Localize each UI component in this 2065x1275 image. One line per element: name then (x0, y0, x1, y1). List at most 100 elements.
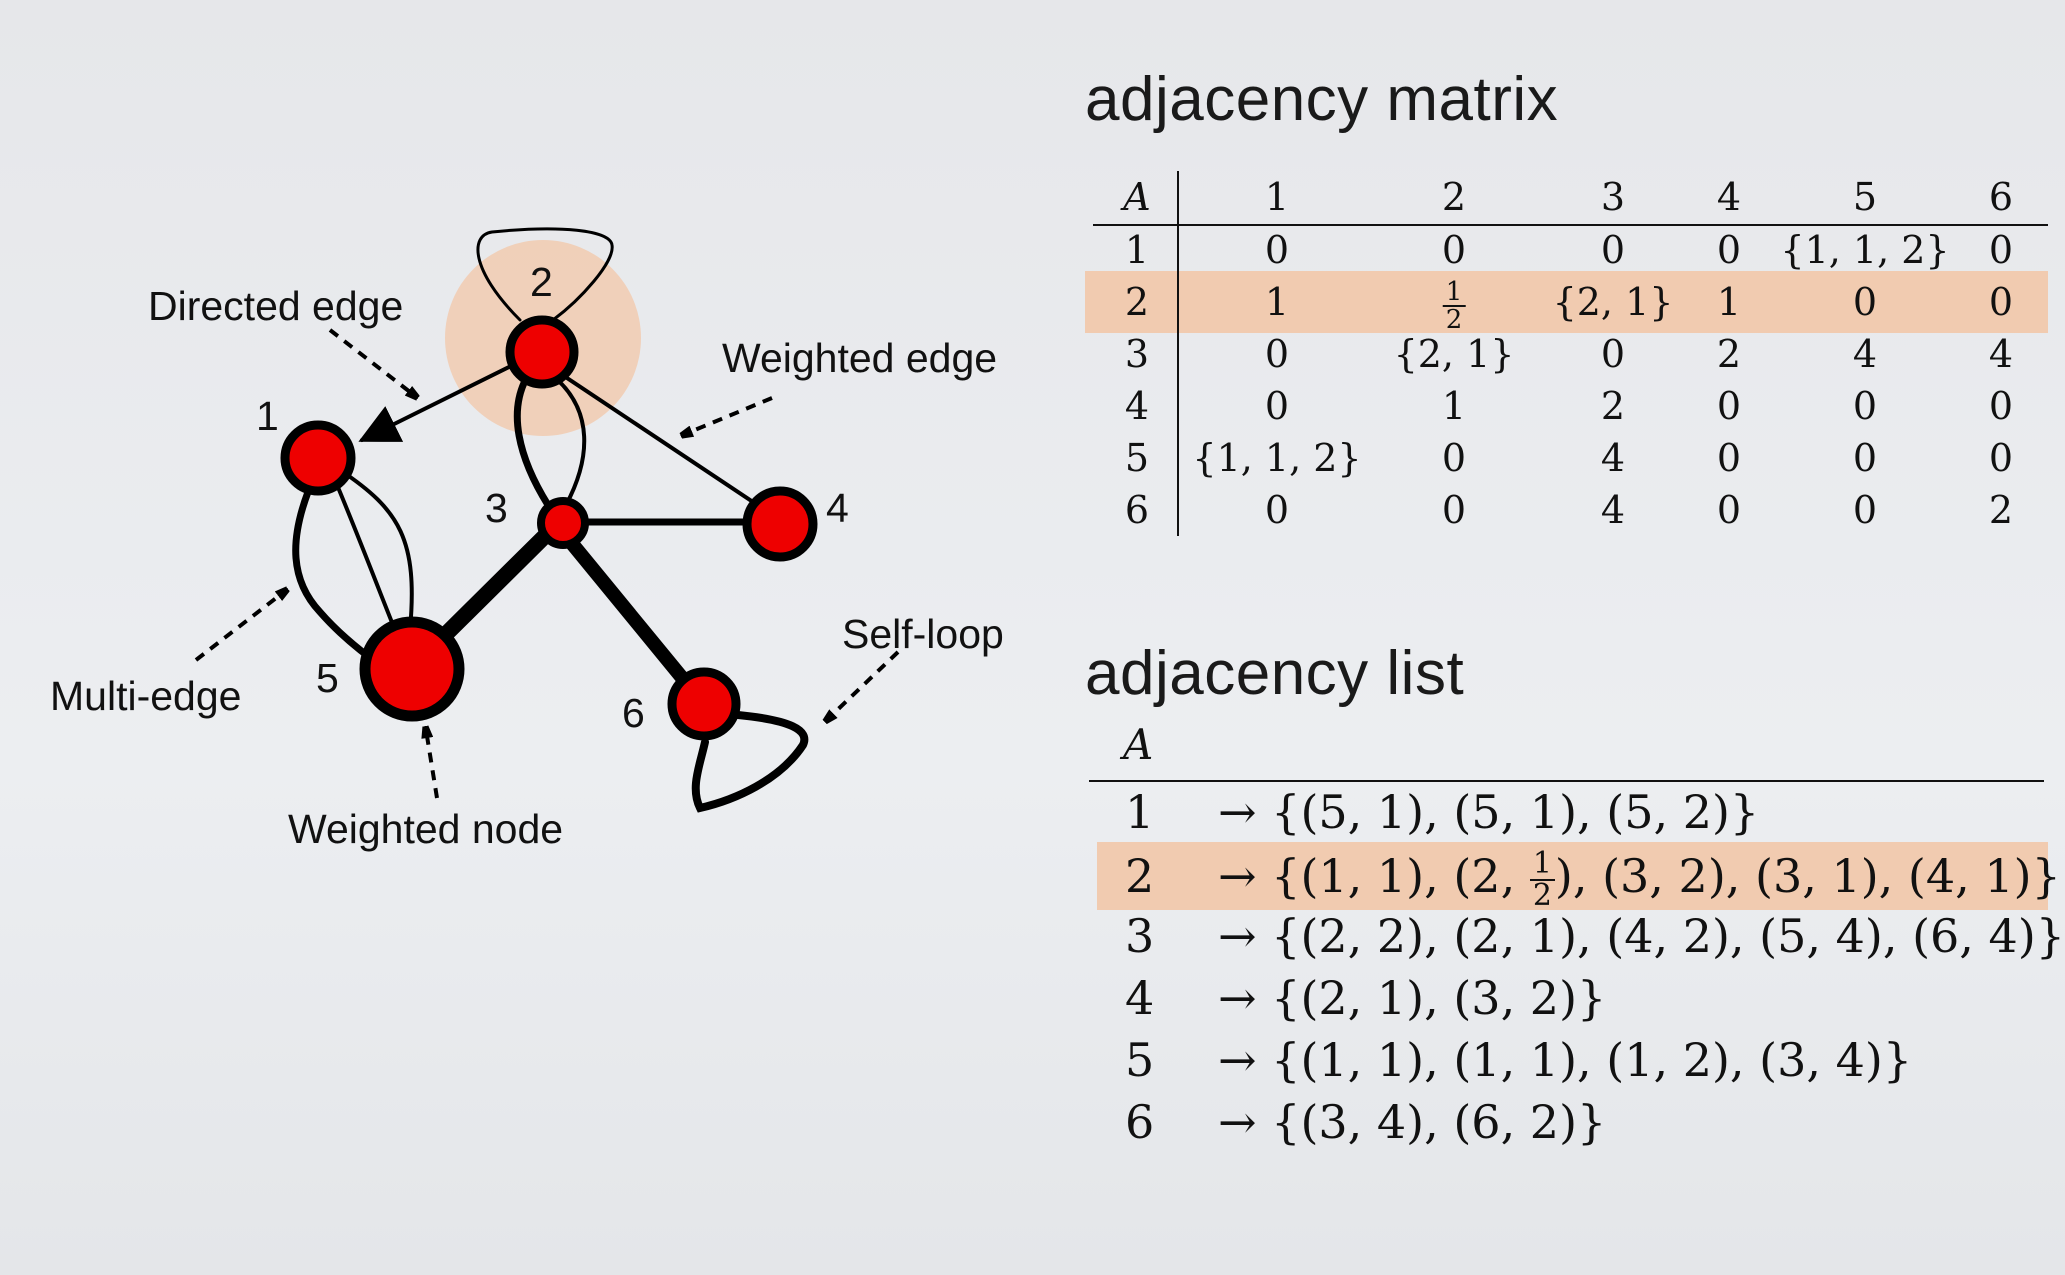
matrix-cell: 2 (1716, 332, 1742, 376)
matrix-cell: 0 (1264, 228, 1290, 272)
matrix-cell: 1 (1441, 384, 1467, 428)
matrix-header-row: A 1 2 3 4 5 6 (1085, 171, 2048, 223)
node-6 (667, 667, 741, 741)
edge-2-3-a (513, 368, 552, 509)
arrow-directed-edge (328, 328, 410, 392)
edge-3-5 (437, 525, 556, 643)
arrow-self-loop (832, 650, 900, 715)
edge-2-4 (553, 368, 767, 512)
node-2 (505, 315, 579, 389)
matrix-cell: 0 (1441, 436, 1467, 480)
matrix-cell: 0 (1988, 384, 2014, 428)
neighbor-set: {(1, 1), (1, 1), (1, 2), (3, 4)} (1271, 1033, 1913, 1087)
matrix-cell: 2 (1988, 488, 2014, 532)
arrow-weighted-node (427, 736, 439, 799)
matrix-cell: 4 (1852, 332, 1878, 376)
node-label-5: 5 (316, 655, 339, 701)
matrix-cell: 0 (1988, 228, 2014, 272)
list-row-value: → {(2, 2), (2, 1), (4, 2), (5, 4), (6, 4… (1218, 905, 2065, 967)
edge-2-self-loop (476, 227, 614, 322)
label-self-loop: Self-loop (842, 611, 1004, 657)
matrix-cell: 0 (1600, 332, 1626, 376)
list-row-label: 1 (1125, 785, 1155, 839)
arrow-symbol: → (1218, 1095, 1257, 1149)
matrix-row: 1 0 0 0 0 {1, 1, 2} 0 (1085, 224, 2048, 276)
matrix-cell: 0 (1264, 332, 1290, 376)
matrix-cell: 0 (1852, 488, 1878, 532)
matrix-col-header: 4 (1716, 175, 1742, 219)
list-row-label: 2 (1125, 849, 1155, 903)
edge-3-6 (558, 528, 695, 692)
matrix-cell: 0 (1716, 228, 1742, 272)
list-row: 5 → {(1, 1), (1, 1), (1, 2), (3, 4)} (1085, 1029, 2048, 1091)
node-5 (359, 616, 465, 722)
matrix-cell: 1 (1264, 280, 1290, 324)
matrix-cell: 0 (1988, 280, 2014, 324)
edge-2-3-b (550, 373, 587, 507)
matrix-row-label: 6 (1124, 488, 1150, 532)
label-directed-edge: Directed edge (148, 283, 403, 329)
matrix-cell: 0 (1852, 436, 1878, 480)
matrix-cell: 1 (1716, 280, 1742, 324)
matrix-row: 5 {1, 1, 2} 0 4 0 0 0 (1085, 432, 2048, 484)
matrix-header-rule (1093, 224, 2048, 226)
matrix-cell: 0 (1441, 488, 1467, 532)
matrix-row: 3 0 {2, 1} 0 2 4 4 (1085, 328, 2048, 380)
arrow-symbol: → (1218, 1033, 1257, 1087)
matrix-row: 4 0 1 2 0 0 0 (1085, 380, 2048, 432)
matrix-cell: {2, 1} (1552, 280, 1674, 324)
matrix-cell: 0 (1264, 384, 1290, 428)
arrow-symbol: → (1218, 849, 1257, 903)
label-weighted-node: Weighted node (288, 806, 563, 852)
matrix-cell: 4 (1600, 436, 1626, 480)
list-row-value: → {(5, 1), (5, 1), (5, 2)} (1218, 781, 1759, 843)
network-diagram: 1 2 3 4 5 6 Directed edge Weighted edge … (50, 227, 1004, 852)
neighbor-set: {(2, 2), (2, 1), (4, 2), (5, 4), (6, 4)} (1271, 909, 2065, 963)
list-row-value: → {(2, 1), (3, 2)} (1218, 967, 1606, 1029)
matrix-cell: {1, 1, 2} (1780, 228, 1950, 272)
matrix-row-label: 5 (1124, 436, 1150, 480)
list-heading: adjacency list (1085, 639, 1465, 708)
node-label-3: 3 (485, 485, 508, 531)
edges (292, 227, 809, 813)
matrix-col-header: 2 (1441, 175, 1467, 219)
matrix-cell: 0 (1600, 228, 1626, 272)
matrix-cell: 0 (1716, 436, 1742, 480)
matrix-cell: 0 (1264, 488, 1290, 532)
annotation-arrows (194, 328, 900, 799)
node-label-2: 2 (530, 259, 553, 305)
node-label-6: 6 (622, 690, 645, 736)
matrix-cell: 0 (1852, 384, 1878, 428)
neighbor-set: {(3, 4), (6, 2)} (1271, 1095, 1607, 1149)
node-3 (537, 497, 589, 549)
matrix-row: 6 0 0 4 0 0 2 (1085, 484, 2048, 536)
label-multi-edge: Multi-edge (50, 673, 241, 719)
neighbor-set-end: ), (3, 2), (3, 1), (4, 1)} (1554, 849, 2061, 903)
matrix-cell: 0 (1441, 228, 1467, 272)
arrow-weighted-edge (690, 396, 773, 432)
list-row-label: 3 (1125, 909, 1155, 963)
node-1 (280, 420, 356, 496)
matrix-cell: 4 (1988, 332, 2014, 376)
matrix-cell: 0 (1716, 384, 1742, 428)
neighbor-set-start: {(1, 1), (2, (1271, 849, 1530, 903)
matrix-cell: 0 (1852, 280, 1878, 324)
list-corner: A (1123, 720, 1154, 769)
list-row-label: 6 (1125, 1095, 1155, 1149)
list-row: 4 → {(2, 1), (3, 2)} (1085, 967, 2048, 1029)
matrix-cell: {2, 1} (1393, 332, 1515, 376)
matrix-row-label: 4 (1124, 384, 1150, 428)
matrix-col-header: 6 (1988, 175, 2014, 219)
matrix-cell: 2 (1600, 384, 1626, 428)
node-4 (742, 486, 818, 562)
edge-1-5-b (333, 478, 397, 632)
nodes (280, 315, 818, 741)
matrix-col-header: 3 (1600, 175, 1626, 219)
label-weighted-edge: Weighted edge (722, 335, 997, 381)
